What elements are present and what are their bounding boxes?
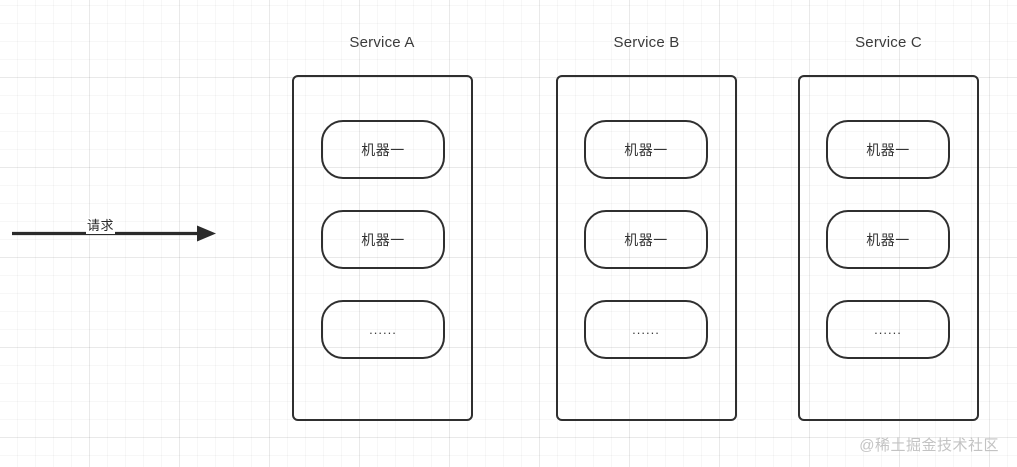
machine-node-ellipsis[interactable]: ...... bbox=[321, 300, 445, 359]
machine-node-ellipsis[interactable]: ...... bbox=[826, 300, 950, 359]
request-arrow-label: 请求 bbox=[86, 218, 116, 234]
machine-node-ellipsis[interactable]: ...... bbox=[584, 300, 708, 359]
service-container-c[interactable] bbox=[798, 75, 979, 421]
service-container-b[interactable] bbox=[556, 75, 737, 421]
machine-node[interactable]: 机器一 bbox=[826, 210, 950, 269]
machine-node[interactable]: 机器一 bbox=[321, 120, 445, 179]
machine-node[interactable]: 机器一 bbox=[321, 210, 445, 269]
service-title-c: Service C bbox=[855, 34, 922, 51]
arrow-right-icon bbox=[12, 225, 216, 242]
service-title-a: Service A bbox=[349, 34, 415, 51]
watermark: @稀土掘金技术社区 bbox=[859, 437, 999, 454]
machine-node[interactable]: 机器一 bbox=[826, 120, 950, 179]
machine-node[interactable]: 机器一 bbox=[584, 210, 708, 269]
service-title-b: Service B bbox=[613, 34, 680, 51]
request-arrow bbox=[0, 206, 240, 262]
machine-node[interactable]: 机器一 bbox=[584, 120, 708, 179]
service-container-a[interactable] bbox=[292, 75, 473, 421]
